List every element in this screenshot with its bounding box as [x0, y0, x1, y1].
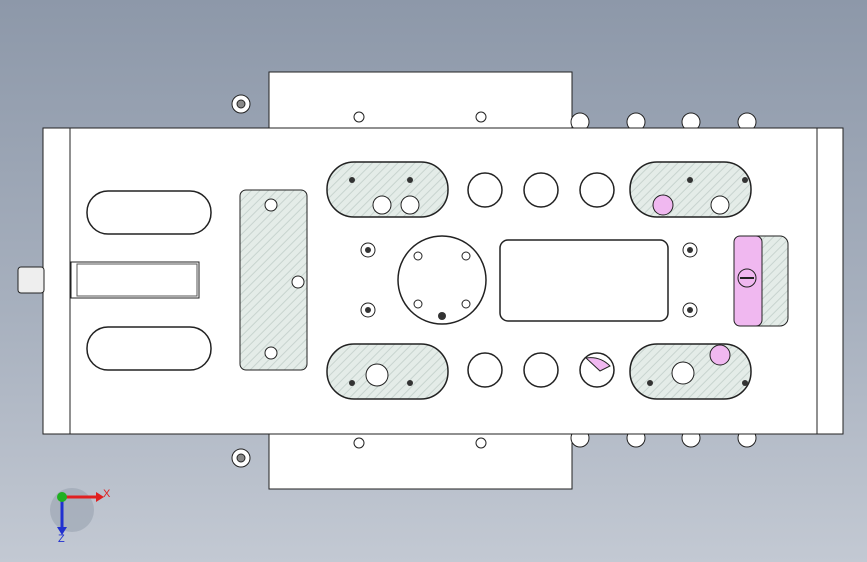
round-hole[interactable] — [579, 172, 615, 208]
pin-hole[interactable] — [742, 380, 748, 386]
x-axis-label: X — [103, 488, 111, 500]
pocket-bolt[interactable] — [671, 361, 695, 385]
shaft-stub[interactable] — [17, 266, 45, 294]
clamp-screw[interactable] — [291, 275, 305, 289]
pin-hole[interactable] — [647, 380, 653, 386]
boss-hole[interactable] — [461, 251, 471, 261]
round-hole[interactable] — [523, 172, 559, 208]
socket-screw[interactable] — [236, 453, 246, 463]
highlighted-bolt[interactable] — [709, 344, 731, 366]
boss-hole[interactable] — [461, 299, 471, 309]
highlighted-segment — [584, 357, 611, 372]
socket-screw[interactable] — [236, 99, 246, 109]
pin-hole[interactable] — [687, 177, 693, 183]
pin-hole[interactable] — [407, 177, 413, 183]
mounting-screw[interactable] — [687, 307, 693, 313]
round-hole[interactable] — [467, 172, 503, 208]
pin-hole[interactable] — [407, 380, 413, 386]
origin-icon — [57, 492, 67, 502]
clamp-screw[interactable] — [264, 198, 278, 212]
mounting-screw[interactable] — [687, 247, 693, 253]
mounting-screw[interactable] — [365, 307, 371, 313]
clamp-screw[interactable] — [264, 346, 278, 360]
round-hole[interactable] — [523, 352, 559, 388]
pin-hole[interactable] — [349, 380, 355, 386]
x-axis-arrowhead-icon — [96, 492, 104, 502]
top-carriage-plate[interactable] — [268, 71, 573, 133]
boss-hole[interactable] — [413, 251, 423, 261]
pocket-upper-right[interactable] — [629, 161, 752, 218]
mounting-screw[interactable] — [365, 247, 371, 253]
round-hole[interactable] — [467, 352, 503, 388]
boss-hole[interactable] — [413, 299, 423, 309]
clamp-block[interactable] — [239, 189, 308, 371]
pocket-bolt[interactable] — [710, 195, 730, 215]
z-axis-label: Z — [58, 533, 65, 545]
pin-hole[interactable] — [349, 177, 355, 183]
pin-hole[interactable] — [742, 177, 748, 183]
slot-hole-lower[interactable] — [86, 326, 212, 371]
coordinate-triad: X Z — [50, 488, 111, 545]
highlighted-bolt[interactable] — [652, 194, 674, 216]
z-axis-arrowhead-icon — [57, 527, 67, 535]
plate-screw[interactable] — [475, 111, 487, 123]
shaft-slot-inner — [76, 263, 198, 297]
pocket-bolt[interactable] — [400, 195, 420, 215]
plate-screw[interactable] — [353, 437, 365, 449]
edge-screw-row-top — [231, 94, 757, 132]
plate-screw[interactable] — [353, 111, 365, 123]
pocket-bolt[interactable] — [372, 195, 392, 215]
boss-pin[interactable] — [438, 312, 446, 320]
slot-hole-upper[interactable] — [86, 190, 212, 235]
pocket-bolt[interactable] — [365, 363, 389, 387]
center-boss[interactable] — [397, 235, 487, 325]
triad-shadow-icon — [50, 488, 94, 532]
rectangular-window[interactable] — [499, 239, 669, 322]
highlighted-round-hole[interactable] — [579, 352, 615, 388]
plate-screw[interactable] — [475, 437, 487, 449]
bottom-carriage-plate[interactable] — [268, 429, 573, 490]
